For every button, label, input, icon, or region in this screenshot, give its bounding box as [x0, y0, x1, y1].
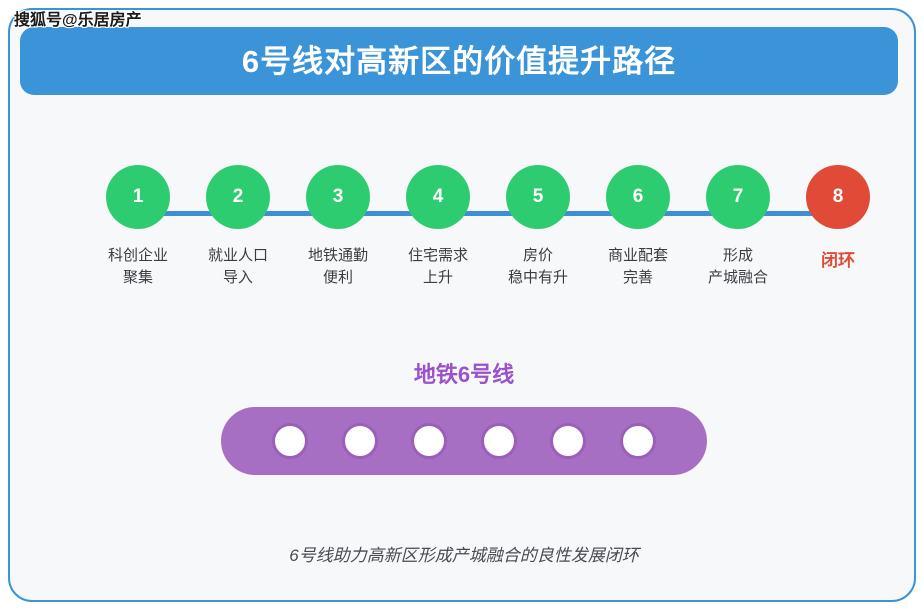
source-watermark: 搜狐号@乐居房产 [14, 12, 142, 29]
metro-line-bar [221, 407, 707, 475]
step-number-badge-1: 1 [106, 165, 170, 229]
metro-station-icon-5 [550, 423, 587, 459]
step-label-2: 就业人口 导入 [207, 247, 268, 286]
flow-step-7[interactable]: 7 形成 产城融合 [688, 165, 788, 289]
flow-step-1[interactable]: 1 科创企业 聚集 [88, 165, 188, 289]
summary-caption: 6号线助力高新区形成产城融合的良性发展闭环 [289, 546, 639, 565]
flow-step-8[interactable]: 8 闭环 [788, 165, 888, 274]
page-title: 6号线对高新区的价值提升路径 [241, 43, 677, 79]
flow-connector-line [138, 211, 838, 216]
value-chain-flow: 1 科创企业 聚集 2 就业人口 导入 3 地铁通勤 便利 4 住宅需求 上升 … [88, 165, 888, 335]
step-label-8: 闭环 [821, 251, 855, 270]
metro-station-icon-3 [411, 423, 448, 459]
flow-step-3[interactable]: 3 地铁通勤 便利 [288, 165, 388, 289]
step-label-6: 商业配套 完善 [607, 247, 668, 286]
step-label-3: 地铁通勤 便利 [307, 247, 368, 286]
flow-step-list: 1 科创企业 聚集 2 就业人口 导入 3 地铁通勤 便利 4 住宅需求 上升 … [88, 165, 888, 335]
step-number-badge-5: 5 [506, 165, 570, 229]
flow-step-5[interactable]: 5 房价 稳中有升 [488, 165, 588, 289]
step-number-badge-6: 6 [606, 165, 670, 229]
step-number-badge-8: 8 [806, 165, 870, 229]
title-banner: 6号线对高新区的价值提升路径 [20, 27, 898, 95]
step-label-5: 房价 稳中有升 [507, 247, 568, 286]
step-label-1: 科创企业 聚集 [107, 247, 168, 286]
step-number-badge-4: 4 [406, 165, 470, 229]
flow-step-6[interactable]: 6 商业配套 完善 [588, 165, 688, 289]
step-label-7: 形成 产城融合 [707, 247, 768, 286]
metro-station-icon-6 [619, 423, 656, 459]
flow-step-2[interactable]: 2 就业人口 导入 [188, 165, 288, 289]
step-number-badge-2: 2 [206, 165, 270, 229]
step-label-4: 住宅需求 上升 [407, 247, 468, 286]
metro-station-icon-4 [480, 423, 517, 459]
metro-station-icon-2 [341, 423, 378, 459]
flow-step-4[interactable]: 4 住宅需求 上升 [388, 165, 488, 289]
step-number-badge-3: 3 [306, 165, 370, 229]
step-number-badge-7: 7 [706, 165, 770, 229]
metro-station-icon-1 [272, 423, 309, 459]
slide-card: 6号线对高新区的价值提升路径 1 科创企业 聚集 2 就业人口 导入 3 地铁通… [8, 8, 916, 602]
metro-line-title: 地铁6号线 [413, 362, 515, 387]
